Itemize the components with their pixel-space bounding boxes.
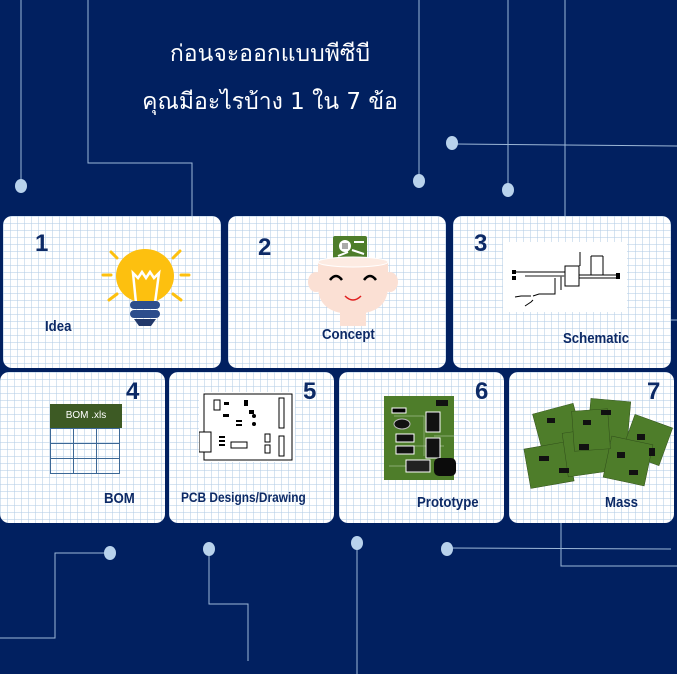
step-label: Schematic: [563, 330, 630, 347]
title-line-2: คุณมีอะไรบ้าง 1 ใน 7 ข้อ: [142, 89, 398, 115]
step-number: 7: [647, 378, 661, 405]
step-number: 6: [475, 378, 489, 405]
step-label: Prototype: [417, 494, 479, 511]
step-number: 2: [258, 234, 272, 261]
step-card-schematic: 3 Schematic: [453, 216, 671, 368]
step-label: Idea: [45, 318, 72, 335]
step-label: PCB Designs/Drawing: [181, 490, 306, 505]
schematic-diagram-icon: [503, 242, 627, 312]
spreadsheet-icon: BOM .xls: [50, 404, 124, 478]
page-title: ก่อนจะออกแบบพีซีบี คุณมีอะไรบ้าง 1 ใน 7 …: [100, 30, 440, 126]
head-with-chip-icon: [308, 236, 398, 326]
pcb-layout-icon: [199, 392, 295, 462]
bom-file-label: BOM .xls: [50, 404, 122, 428]
step-card-prototype: 6 Prototype: [339, 372, 504, 523]
pcb-board-icon: [384, 396, 456, 480]
lightbulb-icon: [101, 249, 191, 326]
step-label: Concept: [322, 326, 375, 343]
step-number: 1: [35, 230, 49, 257]
title-line-1: ก่อนจะออกแบบพีซีบี: [169, 41, 371, 67]
stacked-pcbs-icon: [523, 398, 673, 489]
step-card-pcb-design: 5 PCB Designs/Drawing: [169, 372, 334, 523]
step-card-idea: 1 Idea: [3, 216, 221, 368]
step-label: BOM: [104, 490, 135, 507]
step-card-concept: 2 Concept: [228, 216, 446, 368]
bom-table-grid: [50, 428, 120, 474]
step-label: Mass: [605, 494, 639, 511]
step-card-mass: 7 Mass: [509, 372, 674, 523]
step-card-bom: 4 BOM .xls BOM: [0, 372, 165, 523]
step-number: 5: [303, 378, 317, 405]
step-number: 3: [474, 230, 488, 257]
step-number: 4: [126, 378, 140, 405]
